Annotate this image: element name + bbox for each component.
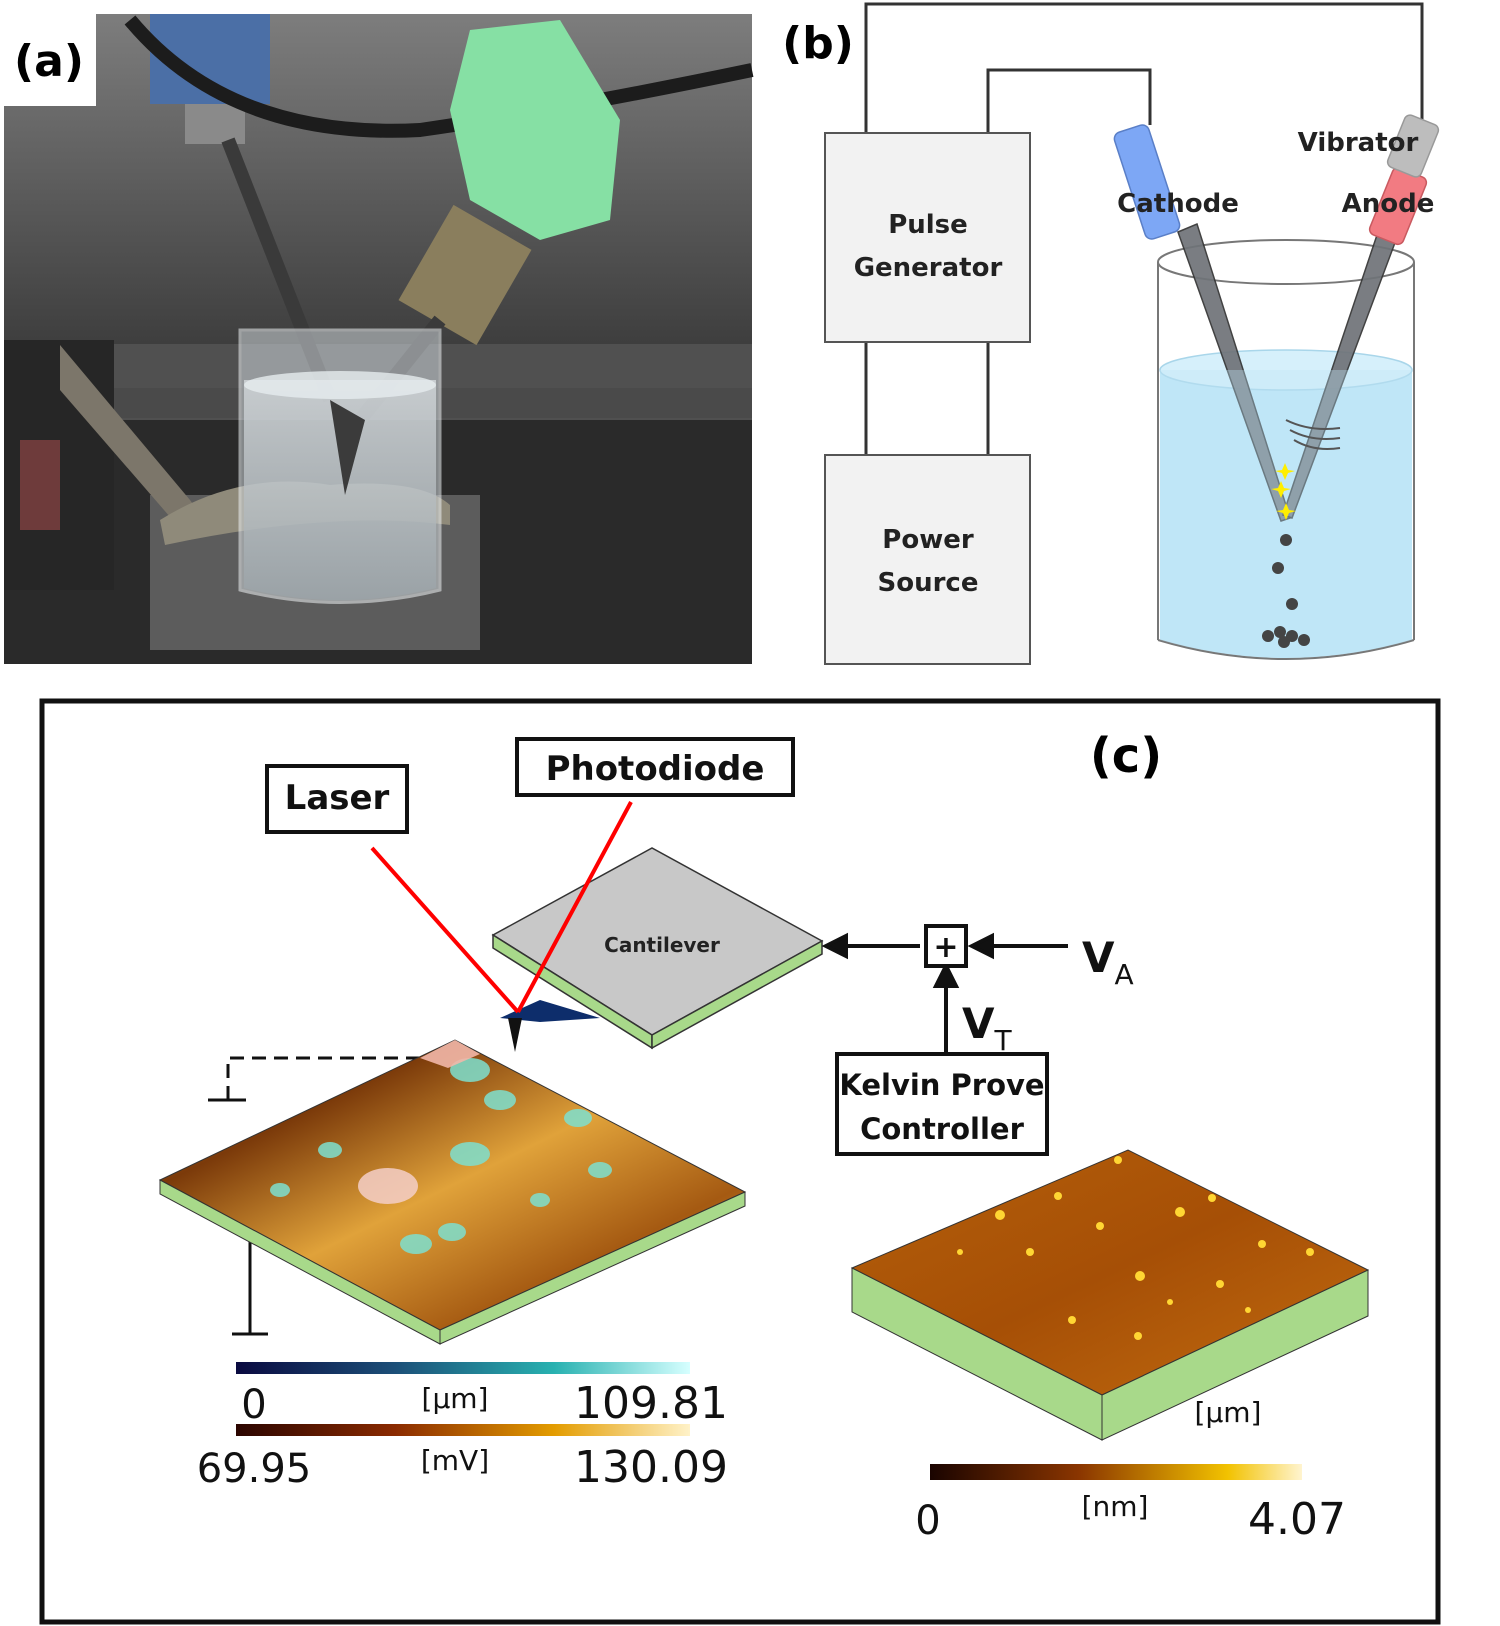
vibration-marks	[1285, 419, 1341, 450]
height-scale-unit: [µm]	[422, 1382, 489, 1415]
va-label: VA	[1082, 933, 1134, 991]
power-source-label-line2: Source	[878, 568, 979, 598]
panel-c-label: (c)	[1090, 728, 1162, 784]
plus-sign: +	[933, 930, 958, 965]
kelvin-controller-box	[835, 1052, 1049, 1156]
laser-label: Laser	[285, 778, 390, 818]
afm-lateral-unit: [µm]	[1195, 1396, 1262, 1429]
vt-label: VT	[962, 999, 1013, 1057]
height-scale-max: 109.81	[574, 1378, 728, 1429]
afm-scale-min: 0	[915, 1498, 940, 1544]
pulse-generator-label-line1: Pulse	[888, 210, 968, 240]
panel-a-label: (a)	[14, 36, 84, 87]
photodiode-label: Photodiode	[546, 749, 765, 789]
reflected-laser-beam	[516, 801, 633, 1013]
height-colorbar	[236, 1362, 690, 1374]
potential-scale-max: 130.09	[574, 1442, 728, 1493]
power-source-box	[824, 454, 1031, 665]
panel-a-photo: (a)	[4, 14, 754, 664]
particles	[1262, 534, 1310, 648]
height-bracket	[208, 1056, 420, 1336]
afm-surface	[850, 1149, 1370, 1441]
vt-subscript: T	[994, 1024, 1013, 1057]
cathode-label: Cathode	[1117, 189, 1239, 219]
pulse-generator-label-line2: Generator	[854, 253, 1003, 283]
afm-colorbar	[930, 1464, 1302, 1480]
signal-arrows	[821, 932, 1068, 1054]
va-subscript: A	[1115, 958, 1134, 991]
potential-scale-min: 69.95	[197, 1446, 312, 1492]
kpfm-surface	[158, 1039, 747, 1345]
vibrator-block	[1386, 114, 1440, 178]
panel-b-diagram: (b) Pulse Generator Power Source	[782, 2, 1440, 665]
cantilever-label: Cantilever	[604, 933, 720, 957]
probe-tip	[508, 1018, 522, 1052]
potential-scale-unit: [mV]	[421, 1444, 489, 1477]
panel-c-frame	[39, 698, 1441, 1625]
power-source-label-line1: Power	[882, 525, 974, 555]
cantilever-beam	[500, 1000, 600, 1022]
panel-b-label: (b)	[782, 18, 854, 69]
anode-label: Anode	[1342, 189, 1435, 219]
incident-laser-beam	[370, 846, 520, 1014]
photodiode-box	[515, 737, 795, 797]
afm-particles	[957, 1156, 1314, 1340]
controller-label-line2: Controller	[860, 1112, 1024, 1146]
height-scale-min: 0	[241, 1382, 266, 1428]
laser-box	[265, 764, 409, 834]
vibrator-label: Vibrator	[1298, 128, 1419, 158]
potential-colorbar	[236, 1424, 690, 1436]
cantilever-plate: Cantilever	[491, 847, 824, 1050]
controller-label-line1: Kelvin Prove	[839, 1068, 1044, 1102]
vt-main: V	[962, 999, 995, 1048]
summing-junction	[924, 924, 968, 968]
afm-scale-max: 4.07	[1248, 1494, 1346, 1545]
circuit-wires	[864, 2, 1424, 455]
afm-scale-unit: [nm]	[1082, 1490, 1149, 1523]
panel-c-diagram: (c) Laser Photodiode Cantilever +	[39, 698, 1441, 1625]
va-main: V	[1082, 933, 1115, 982]
pulse-generator-box	[824, 132, 1031, 343]
panel-a-label-box	[4, 14, 96, 106]
kpfm-features	[270, 1058, 612, 1254]
cathode-holder	[1113, 124, 1181, 240]
spark-markers	[1271, 463, 1296, 520]
